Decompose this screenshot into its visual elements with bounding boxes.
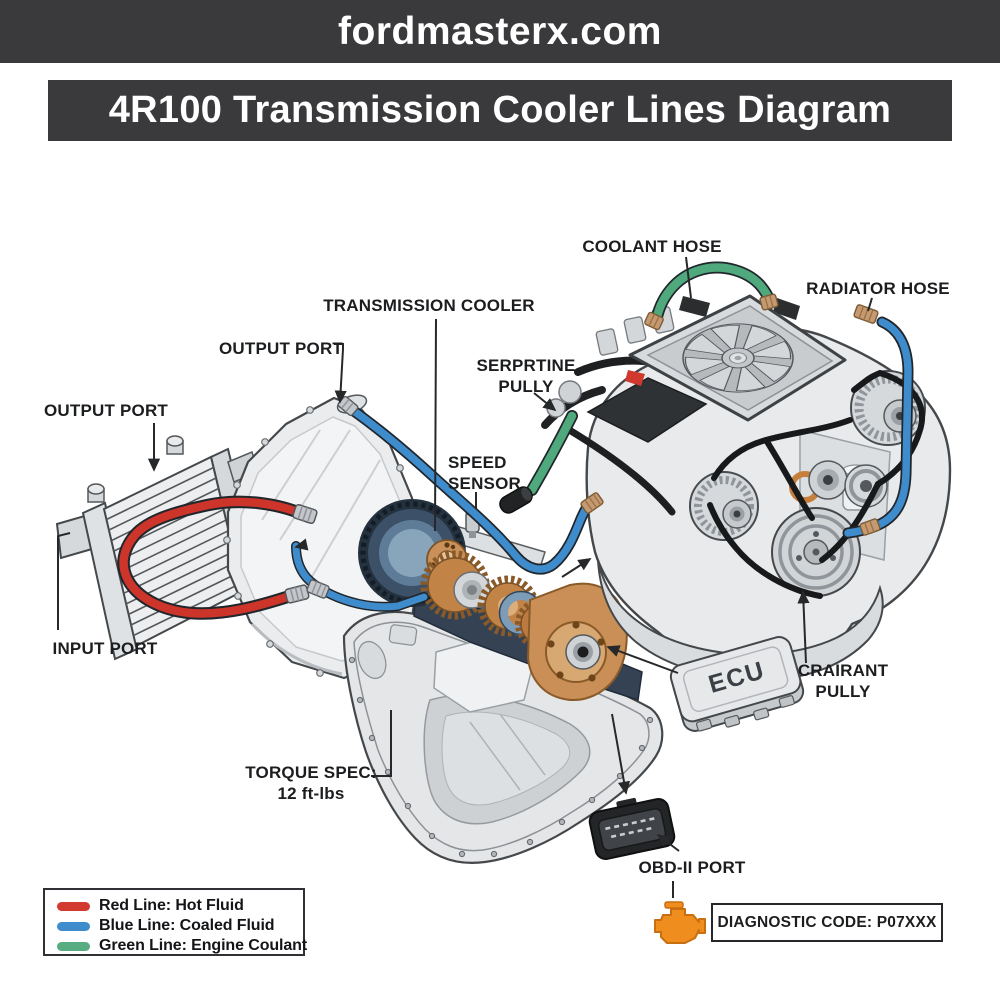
label-radiator-hose: RADIATOR HOSE <box>806 279 950 298</box>
label-coolant-hose: COOLANT HOSE <box>582 237 722 256</box>
label-torque-spec: TORQUE SPEC: 12 ft-lbs <box>245 763 377 803</box>
label-output-port-cooler: OUTPUT PORT <box>43 401 169 420</box>
obd-connector <box>588 797 676 860</box>
check-engine-icon <box>654 901 706 944</box>
site-name: fordmasterx.com <box>338 9 662 53</box>
legend-item-cooled-fluid: Blue Line: Coaled Fluid <box>57 916 303 936</box>
legend-item-hot-fluid: Red Line: Hot Fluid <box>57 896 303 916</box>
diagnostic-code-box: DIAGNOSTIC CODE: P07XXX <box>711 903 943 942</box>
label-crank-pulley: CRAIRANT PULLY <box>797 661 889 701</box>
blue-cooled-fluid-line <box>291 304 914 612</box>
label-transmission-cooler: TRANSMISSION COOLER <box>323 296 535 315</box>
fan-shroud <box>628 294 847 422</box>
site-header-bar: fordmasterx.com <box>0 0 1000 63</box>
green-coolant-line <box>499 261 779 514</box>
ecu-module <box>669 636 805 732</box>
cooler-port-right <box>166 435 184 455</box>
page-title: 4R100 Transmission Cooler Lines Diagram <box>108 89 892 131</box>
hose-grommet <box>499 486 533 514</box>
leader-lines <box>57 256 873 898</box>
legend: Red Line: Hot Fluid Blue Line: Coaled Fl… <box>43 888 307 956</box>
red-line-swatch <box>57 901 90 911</box>
label-obd-port: OBD-II PORT <box>638 858 746 877</box>
oil-pan <box>342 610 664 864</box>
label-speed-sensor: SPEED SENSOR <box>448 453 521 493</box>
cooler-port-left <box>87 483 105 503</box>
legend-item-engine-coolant: Green Line: Engine Coulant <box>57 936 307 956</box>
diagnostic-code-text: DIAGNOSTIC CODE: P07XXX <box>717 913 937 931</box>
label-serpentine-pulley: SERPRTINE PULLY <box>476 356 576 396</box>
label-output-port-transmission: OUTPUT PORT <box>218 339 344 358</box>
green-line-swatch <box>57 941 90 951</box>
red-hot-fluid-line <box>117 495 318 620</box>
transmission-internals <box>358 499 628 701</box>
title-banner: 4R100 Transmission Cooler Lines Diagram <box>48 80 952 141</box>
engine-art <box>541 294 952 682</box>
cooling-fan <box>682 323 794 393</box>
blue-line-swatch <box>57 921 90 931</box>
label-input-port: INPUT PORT <box>52 639 158 658</box>
